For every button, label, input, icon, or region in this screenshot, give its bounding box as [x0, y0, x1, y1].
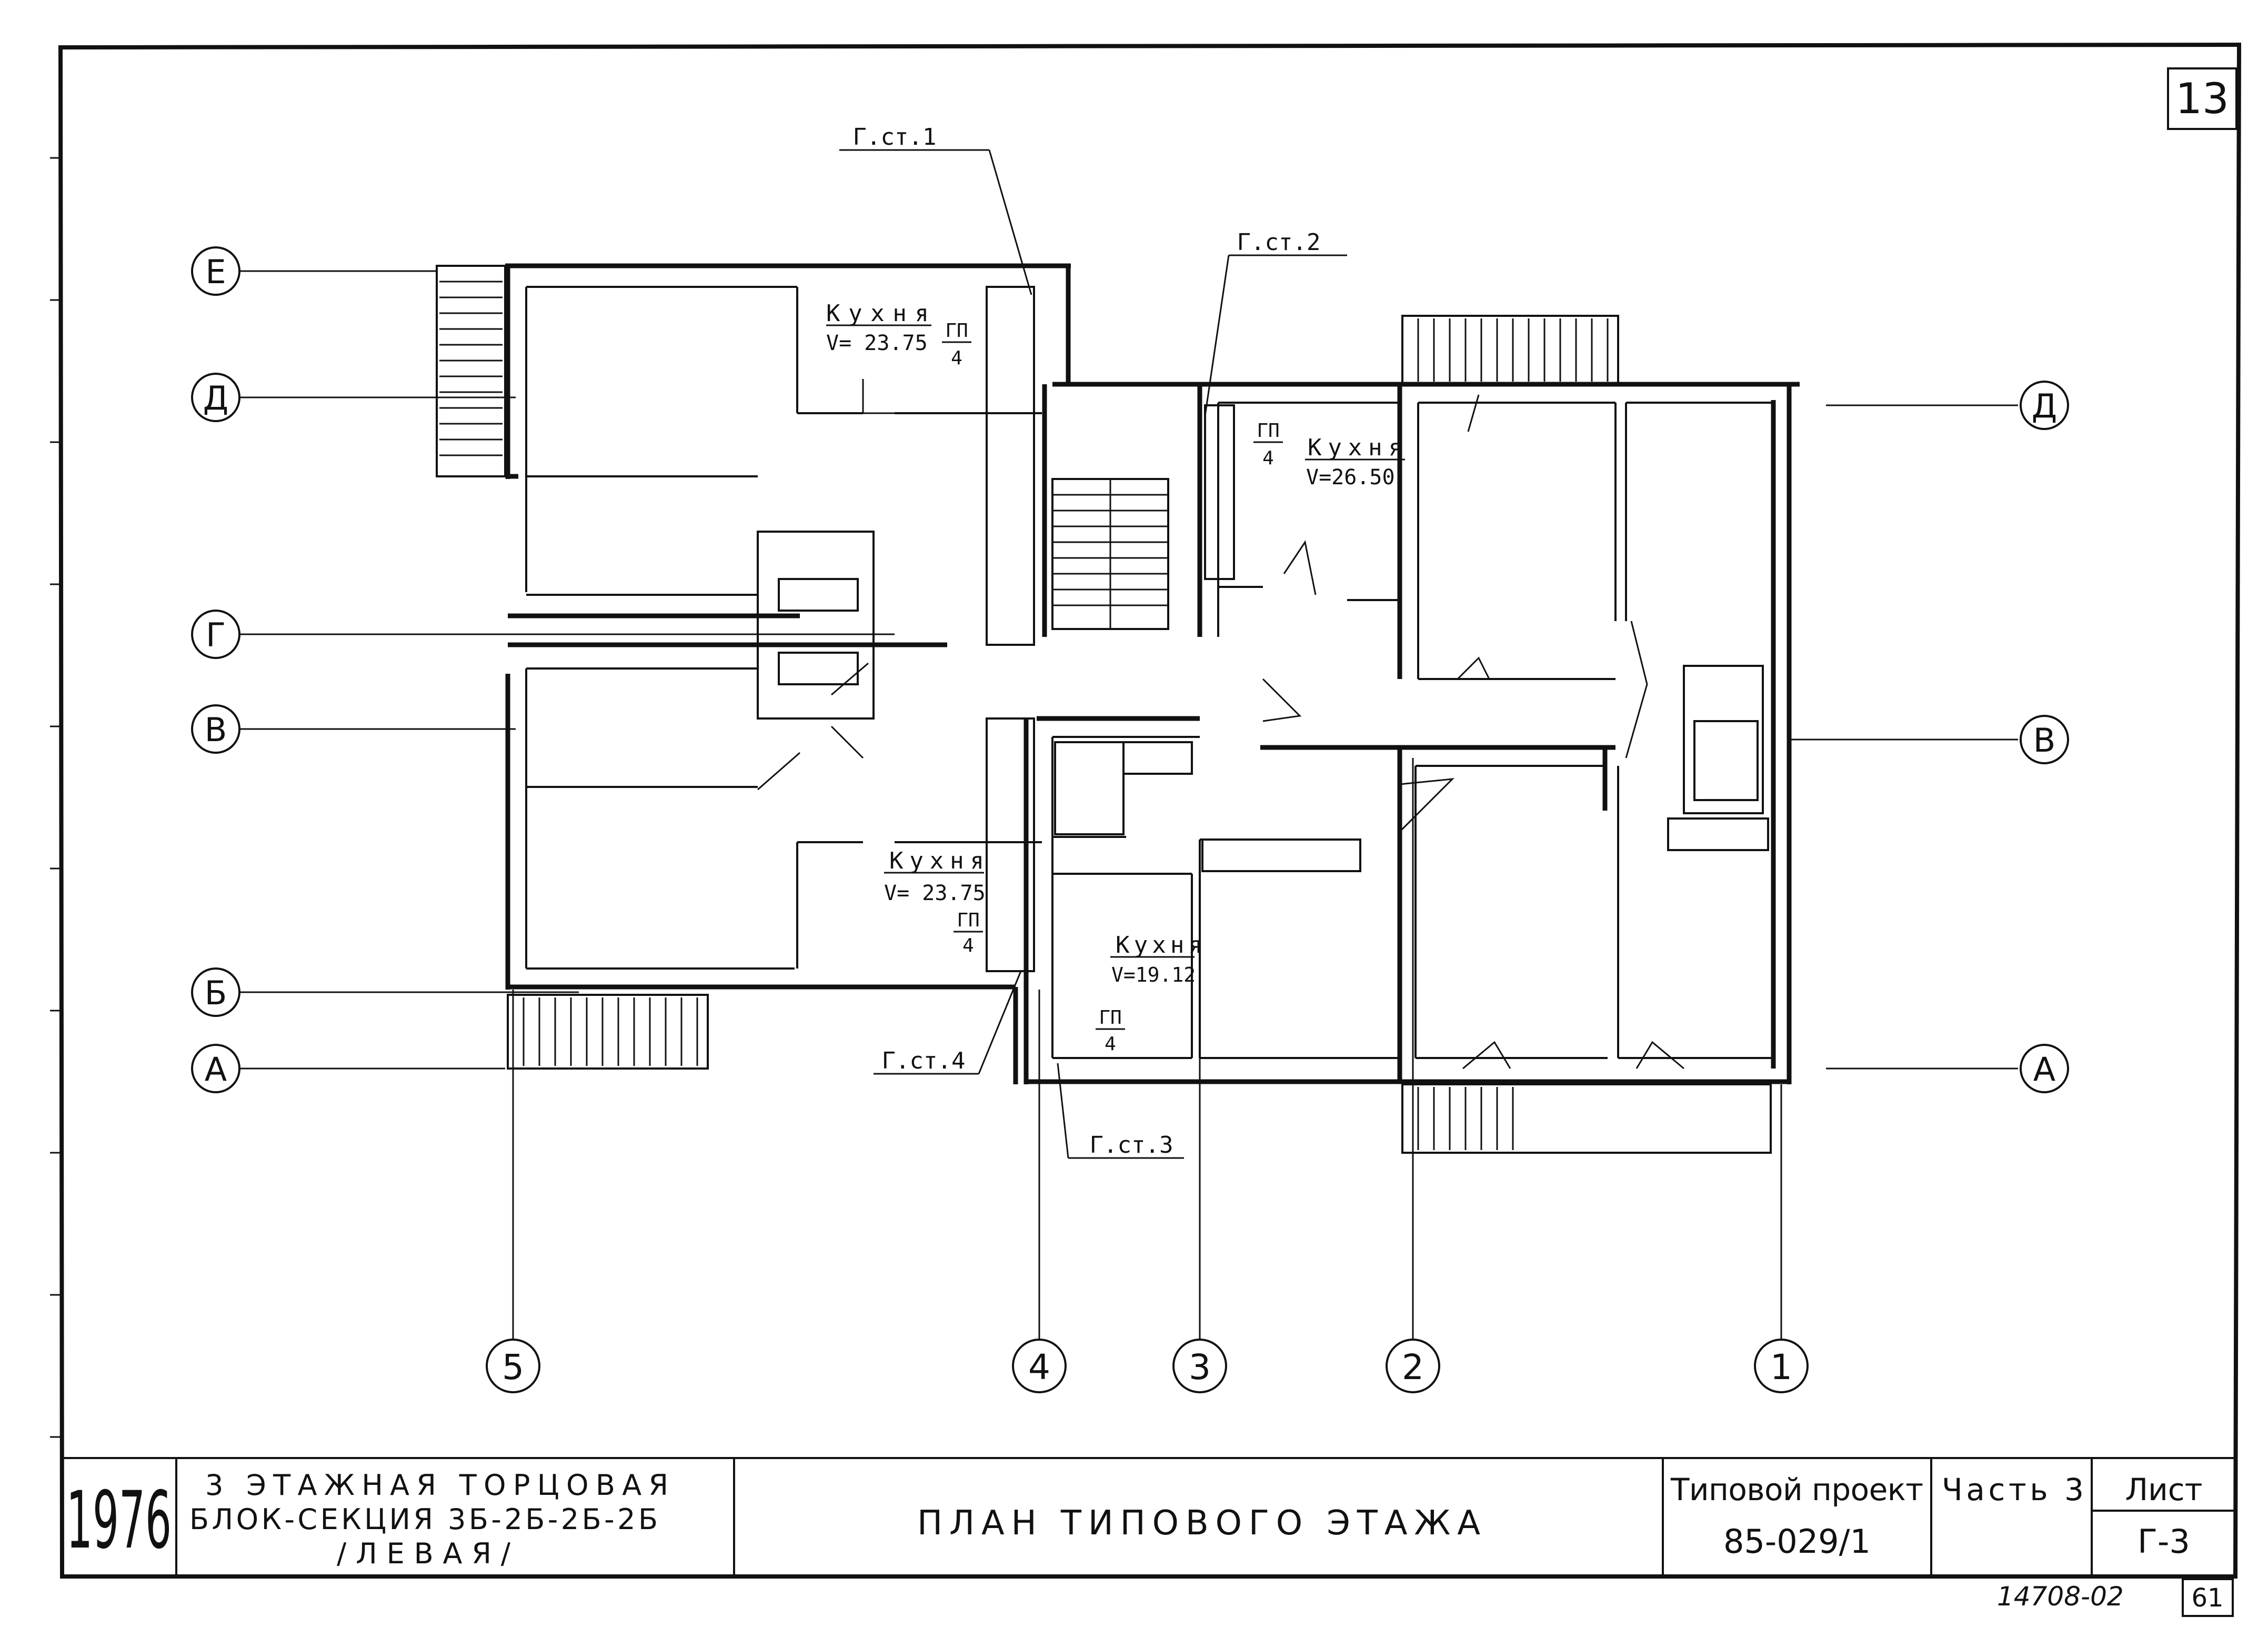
kitchen-name: Кухня: [826, 300, 929, 327]
description-line-2: БЛОК-СЕКЦИЯ 3Б-2Б-2Б-2Б: [189, 1503, 658, 1536]
axis-label-column: 2: [1402, 1347, 1424, 1388]
kitchen-gp-count: 4: [1105, 1033, 1116, 1055]
gas-riser-label: Г.ст.3: [1090, 1132, 1173, 1159]
axis-label-column: 3: [1189, 1347, 1211, 1388]
axis-bubbles-bottom: 5 4 3 2 1: [486, 1339, 1809, 1393]
left-wing-walls: [505, 263, 1071, 1084]
lower-center-walls: [1023, 718, 1789, 1084]
project-number: 85-029/1: [1723, 1522, 1871, 1561]
axis-label-row: Б: [205, 974, 227, 1012]
gas-riser-3: Г.ст.3: [1057, 1063, 1184, 1159]
title-block: 1976 3 ЭТАЖНАЯ ТОРЦОВАЯ БЛОК-СЕКЦИЯ 3Б-2…: [61, 1457, 2236, 1578]
center-right-walls: [1197, 382, 1800, 1084]
kitchen-name: Кухня: [1308, 434, 1402, 461]
kitchen-gp: ГП: [945, 320, 968, 342]
axis-label-row: В: [2033, 721, 2056, 760]
axis-bubbles-left: Е Д Г В Б А: [191, 246, 240, 1093]
kitchen-name: Кухня: [889, 847, 984, 874]
sheet-code: Г-3: [2137, 1522, 2190, 1561]
axis-label-column: 5: [502, 1347, 524, 1388]
project-label: Типовой проект: [1670, 1472, 1923, 1508]
kitchen-gp-count: 4: [1262, 447, 1274, 469]
balcony-left-top: [436, 265, 506, 477]
axis-label-row: Е: [205, 253, 226, 291]
kitchen-label-3: Кухня V= 23.75 ГП 4: [884, 847, 986, 956]
door-swings: [757, 379, 1684, 1070]
sheet-frame: [50, 42, 2242, 1579]
kitchen-gp-count: 4: [962, 935, 974, 956]
kitchen-volume: V=26.50: [1306, 465, 1395, 490]
axis-label-column: 1: [1770, 1347, 1792, 1388]
kitchen-gp: ГП: [1099, 1007, 1121, 1029]
gas-riser-2: Г.ст.2: [1204, 229, 1347, 416]
kitchen-volume: V= 23.75: [826, 331, 928, 355]
balcony-left-bottom: [507, 994, 709, 1070]
axis-label-column: 4: [1028, 1347, 1050, 1388]
kitchen-label-4: Кухня V=19.12 ГП 4: [1096, 932, 1202, 1055]
kitchen-label-1: Кухня V= 23.75 ГП 4: [826, 300, 971, 369]
kitchen-gp: ГП: [957, 910, 979, 931]
kitchen-name: Кухня: [1116, 932, 1202, 959]
gas-riser-label: Г.ст.2: [1237, 229, 1321, 256]
drawing-title: ПЛАН ТИПОВОГО ЭТАЖА: [917, 1504, 1480, 1543]
sheet-number-bottom: 61: [2182, 1578, 2234, 1617]
sheet-label: Лист: [2125, 1472, 2203, 1508]
kitchen-volume: V=19.12: [1111, 963, 1196, 986]
kitchen-label-2: Кухня V=26.50 ГП 4: [1253, 420, 1405, 490]
sheet-number-bottom-text: 61: [2191, 1583, 2223, 1613]
year-text: 1976: [66, 1475, 172, 1566]
gas-riser-label: Г.ст.1: [853, 124, 937, 151]
axis-label-row: Д: [203, 379, 228, 417]
archive-number: 14708-02: [1997, 1581, 2124, 1612]
axis-label-row: В: [205, 711, 227, 749]
axis-label-row: Д: [2032, 387, 2057, 425]
axis-lines: [239, 270, 2018, 1340]
description-line-1: 3 ЭТАЖНАЯ ТОРЦОВАЯ: [205, 1469, 668, 1502]
kitchen-volume: V= 23.75: [884, 881, 986, 905]
stair-core: [1037, 382, 1202, 721]
axis-label-row: А: [205, 1050, 227, 1089]
part-text: Часть 3: [1942, 1472, 2084, 1508]
gas-riser-4: Г.ст.4: [874, 971, 1022, 1075]
balcony-right-bottom: [1401, 1083, 1772, 1154]
sheet-number-top-text: 13: [2175, 74, 2229, 123]
kitchen-gp-count: 4: [951, 347, 962, 369]
sheet-number-top: 13: [2167, 67, 2237, 130]
axis-label-row: А: [2033, 1050, 2055, 1089]
axis-bubbles-right: Д В А: [2020, 381, 2069, 1093]
balcony-right-top: [1401, 315, 1619, 385]
gas-riser-1: Г.ст.1: [839, 124, 1032, 295]
axis-label-row: Г: [206, 616, 226, 654]
description-line-3: /ЛЕВАЯ/: [337, 1537, 511, 1570]
gas-riser-label: Г.ст.4: [882, 1047, 966, 1074]
kitchen-gp: ГП: [1257, 420, 1279, 442]
